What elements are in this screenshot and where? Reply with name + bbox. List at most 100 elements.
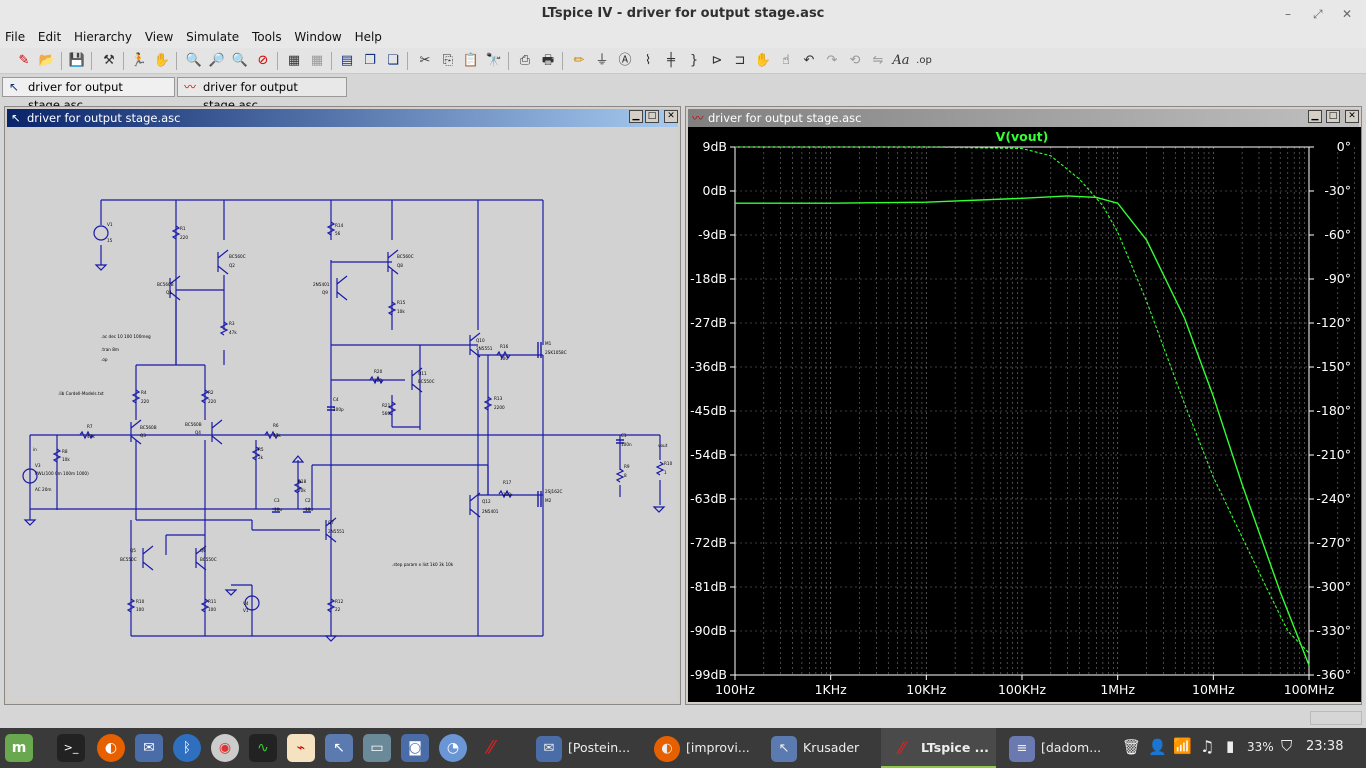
maximize-icon[interactable]: □ xyxy=(1326,110,1340,123)
menu-tools[interactable]: Tools xyxy=(252,30,282,44)
clock[interactable]: 23:38 xyxy=(1306,739,1344,754)
wifi-icon[interactable]: 📶 xyxy=(1173,737,1192,755)
minimize-icon[interactable]: – xyxy=(1285,7,1291,21)
browser-icon[interactable]: ◔ xyxy=(439,734,467,762)
menu-window[interactable]: Window xyxy=(294,30,342,44)
firefox-icon[interactable]: ◐ xyxy=(97,734,125,762)
trace-label[interactable]: V(vout) xyxy=(996,129,1049,144)
task-item-active[interactable]: ⁄⁄LTspice ... xyxy=(881,728,996,768)
battery-icon[interactable]: ▮ xyxy=(1226,737,1235,755)
transistor-symbol xyxy=(169,275,181,301)
krusader-icon: ↖ xyxy=(771,735,797,762)
tab-waveform[interactable]: 〰 driver for output stage.asc xyxy=(177,77,347,112)
schematic-label: .step param x list 1k0 3k 10k xyxy=(392,562,454,567)
save-icon[interactable]: 💾 xyxy=(68,53,86,68)
mint-menu-icon[interactable]: m xyxy=(5,734,33,762)
wire-icon[interactable]: ✏ xyxy=(573,53,585,68)
resistor-icon[interactable]: ⌇ xyxy=(644,53,652,68)
schematic-label: R9 xyxy=(624,464,630,469)
terminal-icon[interactable]: >_ xyxy=(57,734,85,762)
inductor-icon[interactable]: } xyxy=(689,53,699,68)
menu-hierarchy[interactable]: Hierarchy xyxy=(74,30,133,44)
copy-icon[interactable]: ⎘ xyxy=(442,53,454,68)
zoom-out-icon[interactable]: 🔍 xyxy=(231,53,249,68)
move-icon[interactable]: ✋ xyxy=(754,53,772,68)
system-monitor-icon[interactable]: ∿ xyxy=(249,734,277,762)
print-preview-icon[interactable]: ⎙ xyxy=(519,53,531,68)
schematic-label: Q11 xyxy=(418,371,427,376)
spice-directive-icon[interactable]: .op xyxy=(916,55,932,66)
ground-icon[interactable]: ⏚ xyxy=(595,53,609,68)
phase-tick-label: -30° xyxy=(1324,183,1351,198)
diode-icon[interactable]: ⊳ xyxy=(711,53,723,68)
shield-icon[interactable]: ⛉ xyxy=(1281,737,1293,755)
rotate-icon[interactable]: ⟲ xyxy=(849,53,861,68)
maximize-icon[interactable]: □ xyxy=(645,110,659,123)
maximize-icon[interactable]: ⤢ xyxy=(1313,7,1323,21)
cut-icon[interactable]: ✂ xyxy=(419,53,431,68)
menu-help[interactable]: Help xyxy=(354,30,382,44)
cascade-icon[interactable]: ❐ xyxy=(364,53,376,68)
schematic-label: .ac dec 10 100 100meg xyxy=(101,334,151,339)
sound-icon[interactable]: ♫ xyxy=(1200,737,1215,756)
phase-trace[interactable] xyxy=(735,146,1310,654)
magnitude-trace[interactable] xyxy=(735,195,1310,666)
minimize-icon[interactable]: ▁ xyxy=(629,110,643,123)
zoom-extents-icon[interactable]: ▦ xyxy=(310,53,324,68)
new-schematic-icon[interactable]: ✎ xyxy=(18,53,30,68)
camera-icon[interactable]: ◙ xyxy=(401,734,429,762)
component-icon[interactable]: ⊐ xyxy=(734,53,746,68)
schematic-label: R17 xyxy=(503,480,512,485)
window-list-icon[interactable]: ▭ xyxy=(363,734,391,762)
tile-icon[interactable]: ▤ xyxy=(340,53,354,68)
trash-icon[interactable]: 🗑 xyxy=(1122,738,1142,756)
chrome-icon[interactable]: ◉ xyxy=(211,734,239,762)
text-icon[interactable]: Aa xyxy=(892,53,910,68)
ltspice-launcher-icon[interactable]: ⁄⁄ xyxy=(487,737,494,758)
menu-edit[interactable]: Edit xyxy=(37,30,62,44)
close-all-icon[interactable]: ❏ xyxy=(387,53,399,68)
krusader-icon[interactable]: ↖ xyxy=(325,734,353,762)
phase-tick-label: -240° xyxy=(1316,491,1351,506)
task-item[interactable]: ✉[Postein... xyxy=(536,728,630,768)
capacitor-icon[interactable]: ╪ xyxy=(667,53,675,68)
mail-icon[interactable]: ✉ xyxy=(135,734,163,762)
drag-icon[interactable]: ☝ xyxy=(782,53,790,68)
open-icon[interactable]: 📂 xyxy=(38,53,56,68)
menu-simulate[interactable]: Simulate xyxy=(186,30,240,44)
find-icon[interactable]: 🔭 xyxy=(485,53,503,68)
label-icon[interactable]: Ⓐ xyxy=(618,53,632,68)
menu-file[interactable]: File xyxy=(5,30,26,44)
minimize-icon[interactable]: ▁ xyxy=(1308,110,1322,123)
autorange-icon[interactable]: ▦ xyxy=(287,53,301,68)
control-panel-icon[interactable]: ⚒ xyxy=(103,53,115,68)
schematic-drawing[interactable]: V115R1220BC560CQ2BC560BQ1R347kR1456BC560… xyxy=(7,127,677,702)
task-item[interactable]: ↖Krusader xyxy=(771,728,859,768)
zoom-in-icon[interactable]: 🔍 xyxy=(185,53,203,68)
tab-schematic[interactable]: ↖ driver for output stage.asc xyxy=(2,77,175,112)
undo-icon[interactable]: ↶ xyxy=(803,53,815,68)
user-icon[interactable]: 👤 xyxy=(1148,738,1167,756)
task-item[interactable]: ◐[improvi... xyxy=(654,728,750,768)
task-item[interactable]: ≡[dadom... xyxy=(1009,728,1101,768)
run-icon[interactable]: 🏃 xyxy=(130,53,148,68)
redo-icon[interactable]: ↷ xyxy=(826,53,838,68)
menu-view[interactable]: View xyxy=(144,30,174,44)
close-icon[interactable]: ✕ xyxy=(664,110,678,123)
supply-symbol xyxy=(291,455,305,463)
paste-icon[interactable]: 📋 xyxy=(462,53,480,68)
print-icon[interactable]: 🖶 xyxy=(541,53,555,68)
resistor-symbol xyxy=(326,598,336,613)
mirror-icon[interactable]: ⇋ xyxy=(872,53,884,68)
bluetooth-icon[interactable]: ᛒ xyxy=(173,734,201,762)
halt-icon[interactable]: ✋ xyxy=(153,53,171,68)
close-icon[interactable]: ✕ xyxy=(1345,110,1359,123)
close-icon[interactable]: ✕ xyxy=(1342,7,1353,21)
circuit-icon[interactable]: ⌁ xyxy=(287,734,315,762)
schematic-label: Q6 xyxy=(200,548,206,553)
zoom-pan-icon[interactable]: 🔎 xyxy=(208,53,226,68)
zoom-cancel-icon[interactable]: ⊘ xyxy=(257,53,269,68)
